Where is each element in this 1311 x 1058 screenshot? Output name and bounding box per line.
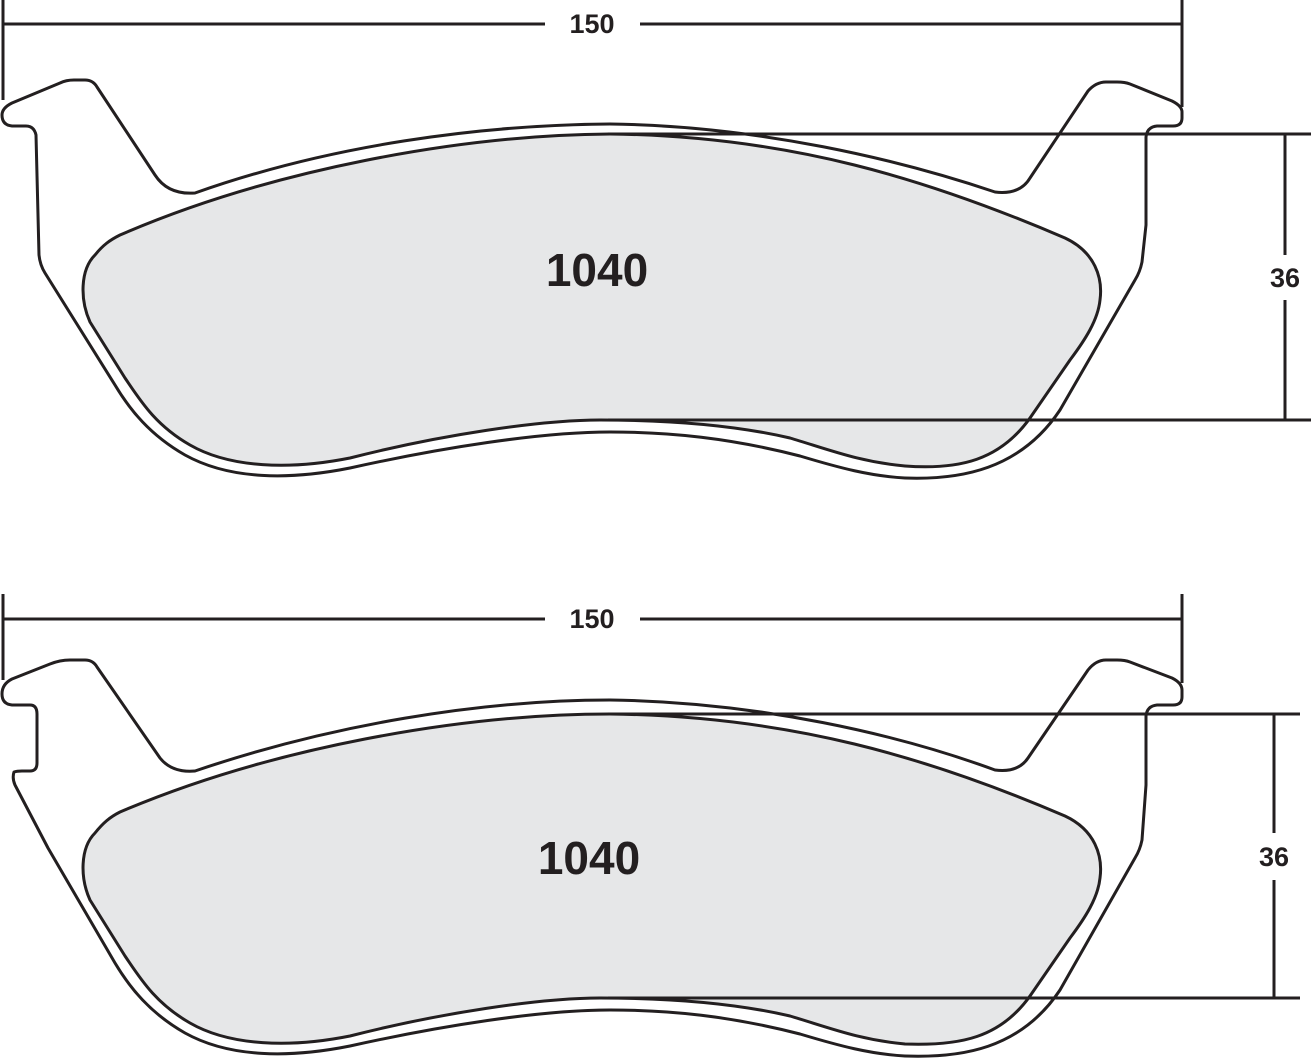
pad-bottom: 150 36 1040: [0, 594, 1300, 1058]
friction-material: [81, 712, 1103, 1046]
height-dimension-label: 36: [1270, 263, 1300, 293]
pad-top: 150 36 1040: [0, 0, 1311, 480]
height-dimension-top: 36: [608, 132, 1311, 422]
width-dimension-label: 150: [569, 604, 614, 634]
width-dimension-bottom: 150: [1, 594, 1184, 683]
height-dimension-label: 36: [1259, 842, 1289, 872]
width-dimension-label: 150: [569, 9, 614, 39]
part-number-label: 1040: [538, 832, 640, 884]
friction-material: [81, 132, 1103, 469]
height-dimension-bottom: 36: [608, 712, 1300, 1000]
part-number-label: 1040: [546, 244, 648, 296]
width-dimension-top: 150: [1, 0, 1184, 107]
